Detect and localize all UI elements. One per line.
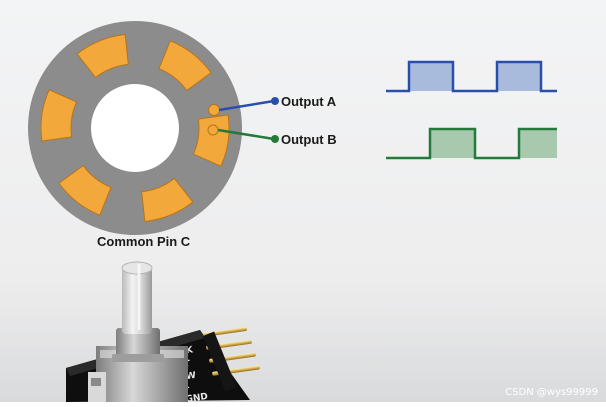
encoder-bushing xyxy=(116,328,160,358)
output-a-label: Output A xyxy=(281,94,337,109)
output-b-lead xyxy=(207,124,279,143)
output-a-lead xyxy=(208,97,279,116)
contact-pad xyxy=(158,40,212,92)
wave-outline xyxy=(386,127,557,160)
contact-pad xyxy=(40,89,78,142)
encoder-disc-icon xyxy=(28,21,242,235)
encoder-shaft xyxy=(122,268,152,334)
contact-pad xyxy=(58,164,112,216)
contact-pad xyxy=(76,33,129,79)
common-pin-c-label: Common Pin C xyxy=(97,234,191,249)
wave-outline xyxy=(386,60,557,93)
wave-high-segment xyxy=(497,62,541,91)
wave-high-segment xyxy=(430,129,475,158)
rotary-encoder-module-icon: CLKDTSW+GND xyxy=(66,261,260,405)
header-pins xyxy=(202,327,260,392)
output-a-waveform xyxy=(386,60,557,93)
wave-high-segment xyxy=(409,62,453,91)
contact-pad xyxy=(141,177,194,223)
output-b-waveform xyxy=(386,127,557,160)
disc-center-hole xyxy=(91,84,179,172)
watermark: CSDN @wys99999 xyxy=(505,387,598,398)
wave-high-segment xyxy=(519,129,557,158)
output-b-label: Output B xyxy=(281,132,337,147)
